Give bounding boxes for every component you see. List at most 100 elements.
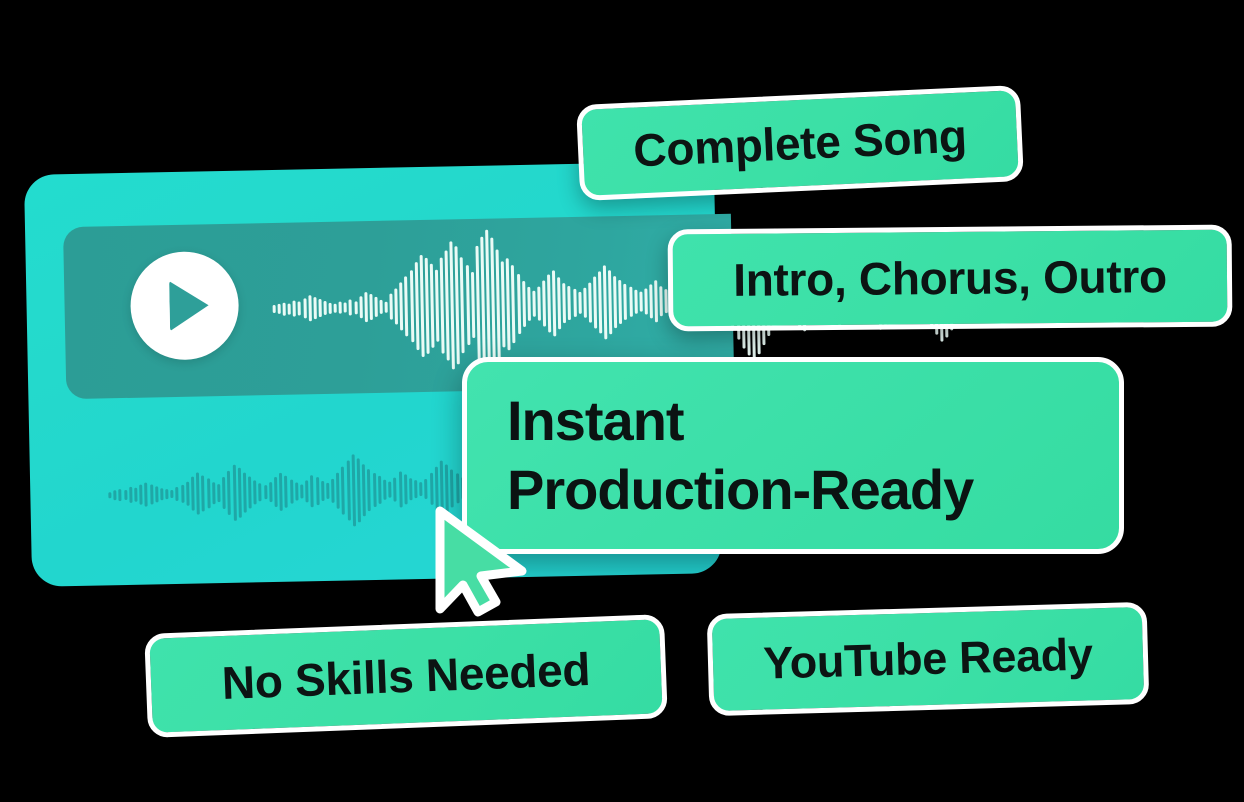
callout-line-1: Instant: [507, 389, 685, 452]
mouse-pointer-icon: [435, 506, 527, 617]
waveform-bar: [144, 482, 148, 508]
waveform-bar: [206, 478, 211, 508]
waveform-bar: [217, 483, 221, 503]
waveform-bar: [282, 302, 286, 316]
waveform-bar: [547, 274, 552, 333]
waveform-bar: [123, 489, 128, 501]
waveform-bar: [268, 481, 273, 503]
waveform-bar: [465, 265, 471, 346]
waveform-bar: [292, 300, 297, 317]
waveform-bar: [521, 280, 526, 327]
waveform-bar: [374, 296, 378, 317]
waveform-bar: [211, 481, 216, 505]
pill-complete-song-label: Complete Song: [632, 109, 968, 177]
waveform-bar: [201, 475, 206, 512]
callout-line-2: Production-Ready: [507, 458, 974, 522]
waveform-bar: [328, 302, 332, 314]
waveform-bar: [341, 466, 346, 515]
waveform-bar: [383, 479, 387, 501]
pill-intro-chorus-outro[interactable]: Intro, Chorus, Outro: [667, 224, 1233, 332]
waveform-bar: [289, 479, 294, 505]
waveform-bar: [618, 279, 623, 325]
waveform-bar: [180, 484, 185, 504]
callout-text: Instant Production-Ready: [507, 386, 974, 525]
waveform-bar: [649, 284, 653, 319]
waveform-bar: [308, 295, 312, 322]
waveform-bar: [305, 479, 309, 503]
waveform-bar: [294, 482, 299, 501]
waveform-bar: [429, 473, 434, 505]
waveform-bar: [414, 262, 420, 351]
waveform-bar: [323, 300, 327, 315]
waveform-bar: [320, 480, 325, 502]
waveform-bar: [623, 283, 628, 320]
waveform-bar: [336, 473, 340, 509]
waveform-bar: [424, 257, 430, 354]
waveform-bar: [284, 476, 289, 508]
waveform-bar: [455, 473, 460, 503]
waveform-bar: [613, 276, 618, 329]
waveform-bar: [351, 453, 356, 527]
waveform-bar: [196, 472, 200, 515]
waveform-bar: [248, 476, 252, 509]
waveform-bar: [419, 254, 425, 358]
waveform-bar: [424, 478, 428, 500]
waveform-bar: [475, 245, 481, 364]
pill-youtube-ready-label: YouTube Ready: [762, 628, 1094, 689]
waveform-bar: [567, 286, 572, 321]
waveform-bar: [597, 271, 603, 334]
waveform-bar: [372, 473, 377, 507]
waveform-bar: [639, 291, 643, 312]
pill-no-skills-needed[interactable]: No Skills Needed: [144, 614, 668, 738]
waveform-bar: [313, 297, 317, 320]
waveform-bar: [562, 283, 567, 324]
waveform-bar: [258, 482, 262, 502]
waveform-bar: [659, 286, 664, 317]
waveform-bar: [495, 249, 501, 360]
waveform-bar: [434, 269, 440, 342]
waveform-bar: [572, 288, 577, 317]
play-button[interactable]: [129, 250, 240, 361]
waveform-bar: [303, 298, 307, 319]
waveform-bar: [388, 481, 392, 499]
waveform-bar: [602, 265, 608, 340]
waveform-bar: [460, 257, 466, 354]
pill-intro-chorus-outro-label: Intro, Chorus, Outro: [733, 250, 1167, 306]
waveform-bar: [300, 484, 304, 499]
waveform-bar: [154, 486, 159, 503]
waveform-bar: [165, 488, 169, 500]
waveform-bar: [369, 294, 373, 321]
waveform-bar: [583, 287, 587, 318]
waveform-bar: [113, 490, 117, 500]
waveform-bar: [134, 487, 138, 502]
waveform-bar: [578, 291, 582, 314]
waveform-bar: [532, 290, 536, 317]
waveform-bar: [439, 257, 445, 354]
waveform-bar: [227, 471, 232, 515]
waveform-bar: [170, 489, 174, 499]
waveform-bar: [516, 274, 521, 335]
pill-no-skills-needed-label: No Skills Needed: [220, 642, 592, 710]
waveform-bar: [185, 481, 190, 507]
waveform-bar: [419, 481, 423, 497]
waveform-bar: [237, 467, 242, 518]
pill-complete-song[interactable]: Complete Song: [576, 84, 1024, 202]
pill-youtube-ready[interactable]: YouTube Ready: [706, 601, 1150, 717]
waveform-bar: [552, 270, 557, 337]
waveform-bar: [139, 484, 143, 505]
waveform-bar: [232, 464, 237, 521]
waveform-bar: [279, 473, 283, 511]
waveform-bar: [242, 472, 247, 513]
waveform-bar: [263, 484, 268, 500]
waveform-bar: [644, 288, 648, 315]
callout-card-instant-production-ready[interactable]: Instant Production-Ready: [462, 357, 1124, 554]
waveform-bar: [557, 277, 562, 330]
waveform-bar: [331, 478, 335, 504]
waveform-bar: [384, 301, 388, 313]
waveform-bar: [160, 488, 164, 501]
waveform-bar: [377, 476, 382, 504]
waveform-bar: [506, 258, 511, 351]
waveform-bar: [277, 303, 281, 314]
waveform-bar: [542, 280, 547, 327]
